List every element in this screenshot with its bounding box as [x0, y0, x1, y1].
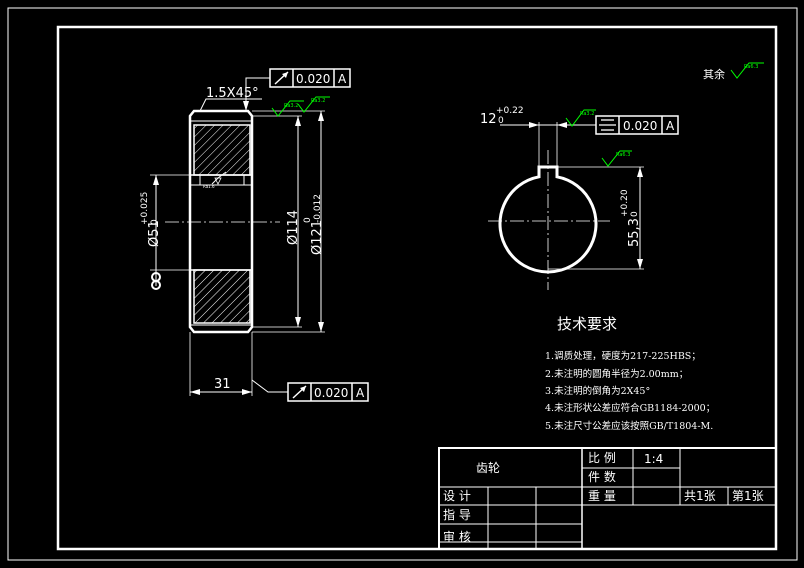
outer-tol-upper: 0	[303, 217, 313, 223]
part-name: 齿轮	[476, 461, 500, 475]
rest-roughness-value: Ra6.3	[744, 64, 758, 70]
note-item: 2.未注明的圆角半径为2.00mm；	[545, 368, 688, 380]
bore-diameter-label: Ø51	[147, 220, 162, 247]
symmetry-value: 0.020	[623, 119, 657, 133]
outer-arrow-top	[318, 111, 324, 121]
rest-roughness-label: 其余	[703, 67, 725, 81]
width-arrow-right	[242, 389, 252, 395]
note-item: 5.未注尺寸公差应该按照GB/T1804-M.	[545, 420, 713, 432]
outer-tol-lower: -0.012	[313, 194, 323, 223]
outer-frame	[7, 7, 798, 561]
runout-top-arrow	[243, 101, 249, 111]
bore-tol-lower: 0	[150, 219, 160, 225]
runout-top-leader	[245, 77, 270, 111]
bore-arrow-top	[153, 175, 159, 185]
runout-icon	[292, 385, 307, 399]
note-item: 1.调质处理，硬度为217-225HBS；	[545, 350, 701, 362]
gear-outline	[188, 109, 254, 334]
runout-bottom-leader	[251, 379, 288, 393]
depth-tol-lower: 0	[630, 211, 640, 217]
hatch-top	[193, 124, 251, 176]
runout-top-frame	[269, 68, 351, 88]
datum-a-circle2	[151, 280, 161, 290]
keyway-view: 12 +0.22 0 0.020 A 55,3 +0.20 0 Ra3.2	[480, 106, 679, 290]
width-arrow-left	[190, 389, 200, 395]
roughness-keyway-bottom: Ra6.3	[616, 152, 630, 158]
technical-notes: 技术要求 1.调质处理，硬度为217-225HBS； 2.未注明的圆角半径为2.…	[545, 315, 715, 432]
roughness-top-2: Ra3.2	[311, 98, 325, 104]
runout-top-value: 0.020	[296, 72, 330, 86]
runout-icon	[274, 71, 289, 85]
symmetry-datum: A	[666, 119, 675, 133]
roughness-icon: Ra1.6	[203, 171, 227, 189]
hub-diameter-label: Ø114	[286, 210, 301, 245]
outer-diameter-label: Ø121	[310, 220, 325, 255]
note-item: 4.未注形状公差应符合GB1184-2000；	[545, 402, 715, 414]
sheet-number: 第1张	[732, 489, 764, 503]
roughness-top-1: Ra3.2	[284, 103, 298, 109]
notes-title: 技术要求	[557, 315, 617, 333]
hub-arrow-bottom	[295, 317, 301, 327]
roughness-keyway: Ra3.2	[580, 111, 594, 117]
width-label: 31	[214, 377, 231, 392]
depth-label: 55,3	[627, 218, 642, 247]
scale-label: 比 例	[588, 451, 616, 465]
hatch-bottom	[193, 269, 251, 324]
inner-frame	[56, 25, 778, 551]
title-block: 齿轮 比 例 1:4 件 数 重 量 共1张 第1张 设 计 指 导 审 核	[438, 447, 777, 550]
scale-value: 1:4	[644, 452, 663, 466]
hub-arrow-top	[295, 116, 301, 126]
total-sheets: 共1张	[684, 489, 716, 503]
bore-tol-upper: +0.025	[140, 192, 150, 225]
runout-bottom-value: 0.020	[314, 386, 348, 400]
roughness-icon: Ra6.3	[601, 150, 632, 167]
design-label: 设 计	[443, 489, 471, 503]
gear-section-view: 1.5X45° Ø51 +0.025 0 Ø114 Ø121 0 -0	[140, 68, 369, 402]
runout-top-datum: A	[338, 72, 347, 86]
roughness-icon: Ra3.2	[297, 96, 330, 113]
symmetry-icon	[599, 119, 616, 131]
symmetry-frame	[595, 115, 679, 135]
chamfer-leader	[199, 98, 262, 112]
weight-label: 重 量	[588, 489, 616, 503]
keyway-tol-upper: +0.22	[496, 106, 524, 116]
bore-with-keyway	[498, 165, 598, 274]
keyway-width-label: 12	[480, 112, 497, 127]
drafting-label: 指 导	[443, 507, 471, 522]
review-label: 审 核	[443, 529, 471, 544]
roughness-icon: Ra3.2	[271, 100, 304, 117]
chamfer-label: 1.5X45°	[206, 86, 259, 101]
runout-bottom-datum: A	[356, 386, 365, 400]
count-label: 件 数	[588, 469, 616, 484]
note-item: 3.未注明的倒角为2X45°	[545, 385, 650, 397]
runout-bottom-frame	[287, 382, 369, 402]
roughness-icon: Ra3.2	[565, 109, 596, 127]
keyway-tol-lower: 0	[498, 116, 504, 126]
roughness-bore: Ra1.6	[203, 184, 215, 189]
depth-tol-upper: +0.20	[620, 189, 630, 217]
outer-arrow-bottom	[318, 322, 324, 332]
roughness-icon: Ra6.3	[730, 62, 764, 79]
